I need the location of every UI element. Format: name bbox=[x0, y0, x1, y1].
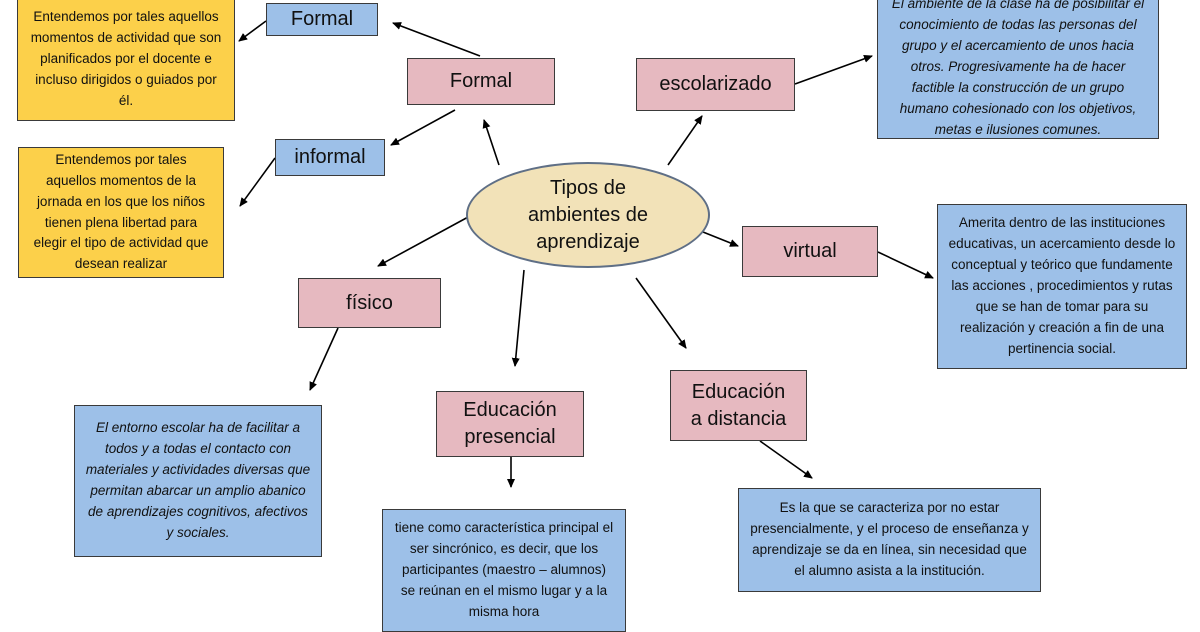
desc-educacion-distancia: Es la que se caracteriza por no estar pr… bbox=[738, 488, 1041, 592]
arrow-center-to-fisico bbox=[377, 215, 471, 267]
desc-virtual: Amerita dentro de las instituciones educ… bbox=[937, 204, 1187, 369]
node-escolarizado: escolarizado bbox=[636, 58, 795, 111]
node-fisico: físico bbox=[298, 278, 441, 328]
arrow-escolarizado-to-desc bbox=[794, 54, 873, 85]
node-educacion-presencial: Educación presencial bbox=[436, 391, 584, 457]
node-informal-sub: informal bbox=[275, 139, 385, 176]
arrow-center-to-formal bbox=[482, 119, 500, 166]
arrow-formal-to-formal-sub bbox=[392, 22, 481, 57]
arrow-virtual-to-desc bbox=[877, 251, 934, 279]
node-formal: Formal bbox=[407, 58, 555, 105]
arrow-formal-sub-to-desc bbox=[238, 20, 267, 42]
node-virtual: virtual bbox=[742, 226, 878, 277]
arrow-center-to-distancia bbox=[635, 277, 687, 349]
arrow-center-to-escolarizado bbox=[667, 115, 703, 166]
arrow-center-to-virtual bbox=[702, 231, 739, 247]
arrow-formal-to-informal-sub bbox=[390, 109, 456, 146]
desc-educacion-presencial: tiene como característica principal el s… bbox=[382, 509, 626, 632]
node-formal-sub: Formal bbox=[266, 3, 378, 36]
arrow-fisico-to-desc bbox=[309, 327, 339, 391]
desc-formal: Entendemos por tales aquellos momentos d… bbox=[17, 0, 235, 121]
desc-fisico: El entorno escolar ha de facilitar a tod… bbox=[74, 405, 322, 557]
desc-escolarizado: El ambiente de la clase ha de posibilita… bbox=[877, 0, 1159, 139]
central-topic-ellipse: Tipos de ambientes de aprendizaje bbox=[466, 162, 710, 268]
arrow-informal-sub-to-desc bbox=[239, 157, 276, 207]
desc-informal: Entendemos por tales aquellos momentos d… bbox=[18, 147, 224, 278]
node-educacion-distancia: Educación a distancia bbox=[670, 370, 807, 441]
arrow-center-to-presencial bbox=[511, 269, 525, 367]
arrow-distancia-to-desc bbox=[759, 440, 813, 479]
